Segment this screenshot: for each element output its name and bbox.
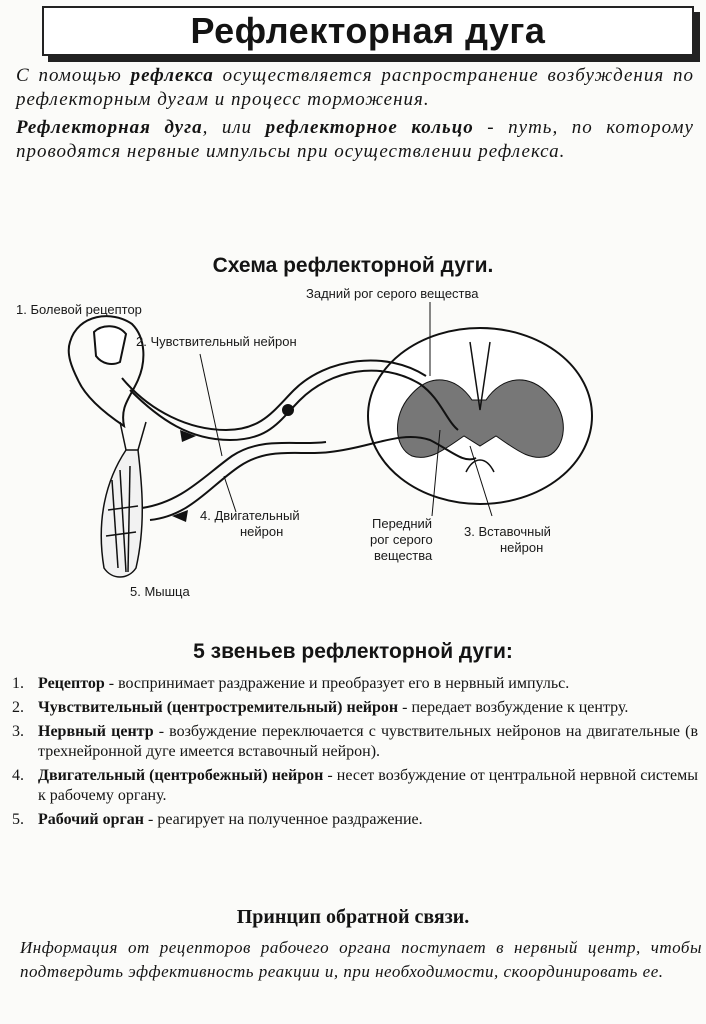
reflex-arc-diagram: 1. Болевой рецептор 2. Чувствительный не… <box>16 286 593 599</box>
list-item-number: 3. <box>12 723 24 740</box>
sensory-neuron-path <box>121 359 459 442</box>
intro-p2-text-b: , или <box>202 117 266 138</box>
list-item: 4. Двигательный (центробежный) нейрон - н… <box>12 766 698 806</box>
list-item-number: 5. <box>12 811 24 828</box>
label-interneuron-line2: нейрон <box>500 540 543 555</box>
list-item-number: 1. <box>12 675 24 692</box>
list-item-term: Чувствительный (центростремительный) ней… <box>38 699 399 716</box>
muscle-illustration <box>100 421 147 578</box>
list-item-term: Рецептор <box>38 675 105 692</box>
intro-p2-term-2: рефлекторное кольцо <box>265 117 474 138</box>
scheme-title: Схема рефлекторной дуги. <box>212 254 494 277</box>
feedback-title: Принцип обратной связи. <box>236 906 470 928</box>
list-item-text: Рецептор - воспринимает раздражение и пр… <box>38 674 698 694</box>
label-ventral-horn-line3: вещества <box>374 548 433 563</box>
list-item-description: - передает возбуждение к центру. <box>398 699 629 716</box>
label-ventral-horn-line1: Передний <box>372 516 432 531</box>
list-item-number: 4. <box>12 767 24 784</box>
label-dorsal-horn: Задний рог серого вещества <box>306 286 479 301</box>
label-interneuron-line1: 3. Вставочный <box>464 524 551 539</box>
list-item-description: - воспринимает раздражение и преобразует… <box>104 675 570 692</box>
list-item-number: 2. <box>12 699 24 716</box>
list-item: 2. Чувствительный (центростремительный) н… <box>12 698 698 718</box>
intro-p2-text-d: - путь, по которому проводятся нервные и… <box>16 117 694 162</box>
list-item-description: - несет возбуждение от центральной нервн… <box>38 767 699 804</box>
list-item: 1. Рецептор - воспринимает раздражение и … <box>12 674 698 694</box>
label-motor-neuron-line2: нейрон <box>240 524 283 539</box>
page-title: Рефлекторная дуга <box>190 10 546 51</box>
arrows <box>172 430 196 522</box>
arrow-icon <box>180 430 196 442</box>
leader-lines <box>199 302 493 517</box>
list-item-description: - реагирует на полученное раздражение. <box>144 811 423 828</box>
intro-paragraph-1: С помощью рефлекса осуществляется распро… <box>16 64 694 112</box>
intro-paragraph-2: Рефлекторная дуга, или рефлекторное коль… <box>16 116 694 164</box>
list-item-term: Рабочий орган <box>38 811 144 828</box>
arrow-icon <box>172 510 188 522</box>
title-box: Рефлекторная дуга <box>42 6 694 56</box>
links-list: 1. Рецептор - воспринимает раздражение и … <box>12 674 698 834</box>
list-item-text: Двигательный (центробежный) нейрон - нес… <box>38 766 698 806</box>
list-item-text: Чувствительный (центростремительный) ней… <box>38 698 698 718</box>
list-item-text: Рабочий орган - реагирует на полученное … <box>38 810 698 830</box>
intro-p1-text-c: осуществляется распространение возбужден… <box>16 65 695 110</box>
label-ventral-horn-line2: рог серого <box>370 532 433 547</box>
intro-p1-term: рефлекса <box>130 65 214 86</box>
motor-neuron-path <box>141 436 477 521</box>
list-item-term: Двигательный (центробежный) нейрон <box>38 767 324 784</box>
feedback-text: Информация от рецепторов рабочего органа… <box>20 938 702 981</box>
intro-p2-term-1: Рефлекторная дуга <box>16 117 203 138</box>
finger-illustration <box>67 315 145 429</box>
label-motor-neuron-line1: 4. Двигательный <box>200 508 300 523</box>
label-muscle: 5. Мышца <box>130 584 191 599</box>
list-item-description: - возбуждение переключается с чувствител… <box>38 723 698 760</box>
intro-text: С помощью рефлекса осуществляется распро… <box>16 64 694 168</box>
label-sensory-neuron: 2. Чувствительный нейрон <box>136 334 297 349</box>
intro-p1-text-a: С помощью <box>16 65 131 86</box>
list-item: 5. Рабочий орган - реагирует на полученно… <box>12 810 698 830</box>
spinal-cord-section <box>367 327 593 505</box>
list-item-text: Нервный центр - возбуждение переключаетс… <box>38 722 698 762</box>
list-item: 3. Нервный центр - возбуждение переключае… <box>12 722 698 762</box>
links-title: 5 звеньев рефлекторной дуги: <box>193 640 513 663</box>
label-receptor: 1. Болевой рецептор <box>16 302 142 317</box>
list-item-term: Нервный центр <box>38 723 154 740</box>
